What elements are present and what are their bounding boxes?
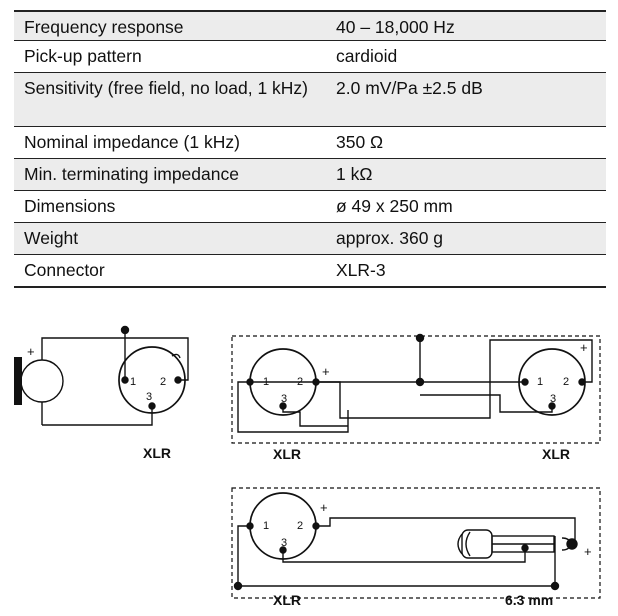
- polarity-plus: +: [322, 364, 330, 379]
- polarity-plus: +: [584, 544, 592, 559]
- spec-value: 2.0 mV/Pa ±2.5 dB: [336, 78, 483, 98]
- junction-dot: [550, 581, 560, 591]
- polarity-plus: +: [580, 340, 588, 355]
- pin-label-1: 1: [263, 376, 269, 388]
- pin-label-2: 2: [563, 376, 569, 388]
- wire: [42, 406, 153, 426]
- xlr-pin-1: [521, 378, 529, 386]
- spec-value: 350 Ω: [336, 132, 384, 152]
- wire: [41, 337, 189, 381]
- xlr-pin-1: [246, 522, 254, 530]
- pin-label-3: 3: [550, 393, 556, 405]
- spec-value: 40 – 18,000 Hz: [336, 17, 455, 37]
- junction-dot: [120, 325, 130, 335]
- spec-label: Frequency response: [24, 17, 184, 37]
- spec-label: Sensitivity (free field, no load, 1 kHz): [24, 78, 309, 98]
- pin-label-2: 2: [160, 376, 166, 388]
- spec-row-sensitivity: Sensitivity (free field, no load, 1 kHz)…: [14, 73, 606, 127]
- pin-label-3: 3: [146, 391, 152, 403]
- xlr-pin-3: [279, 546, 287, 554]
- pin-label-2: 2: [297, 520, 303, 532]
- mic-capsule-backplate: [14, 357, 22, 405]
- wire: [316, 339, 593, 419]
- junction-dot: [233, 581, 243, 591]
- spec-row-frequency-response: Frequency response 40 – 18,000 Hz: [14, 10, 606, 41]
- xlr-jack-diagram: [231, 487, 601, 599]
- spec-row-dimensions: Dimensions ø 49 x 250 mm: [14, 191, 606, 223]
- mic-capsule-icon: [20, 359, 64, 403]
- jack-plug-grip: [457, 531, 471, 557]
- polarity-plus: +: [27, 344, 35, 359]
- wire: [171, 353, 181, 359]
- xlr-pin-1: [246, 378, 254, 386]
- xlr-label: XLR: [273, 446, 301, 462]
- spec-value: approx. 360 g: [336, 228, 444, 248]
- wire: [282, 406, 348, 427]
- pin-label-3: 3: [281, 393, 287, 405]
- pin-label-2: 2: [297, 376, 303, 388]
- pin-label-1: 1: [537, 376, 543, 388]
- cable-boundary: [231, 335, 601, 444]
- spec-value: cardioid: [336, 46, 398, 66]
- wire: [237, 381, 349, 433]
- spec-label: Dimensions: [24, 196, 116, 216]
- pin-label-3: 3: [281, 537, 287, 549]
- xlr-pin-2: [312, 378, 320, 386]
- spec-value: 1 kΩ: [336, 164, 373, 184]
- xlr-pin-2: [578, 378, 586, 386]
- xlr-label: XLR: [143, 445, 171, 461]
- spec-table: Frequency response 40 – 18,000 Hz Pick-u…: [14, 10, 606, 288]
- wire: [237, 525, 556, 587]
- spec-row-pickup-pattern: Pick-up pattern cardioid: [14, 41, 606, 73]
- pin-label-1: 1: [130, 376, 136, 388]
- xlr-pin-3: [279, 402, 287, 410]
- junction-dot: [521, 544, 529, 552]
- xlr-label: XLR: [273, 592, 301, 608]
- xlr-label: XLR: [542, 446, 570, 462]
- spec-value: XLR-3: [336, 260, 386, 280]
- spec-label: Connector: [24, 260, 105, 280]
- xlr-pin-2: [174, 376, 182, 384]
- xlr-pin-1: [121, 376, 129, 384]
- xlr-pin-3: [548, 402, 556, 410]
- jack-label: 6.3 mm: [505, 592, 553, 608]
- xlr-xlr-diagram: [231, 333, 601, 444]
- cable-boundary: [231, 487, 601, 599]
- spec-label: Nominal impedance (1 kHz): [24, 132, 240, 152]
- wiring-diagrams: + 1 2 3 1 2 3 + 1 2 3 + 1 2 3 + + XLR XL…: [14, 325, 601, 608]
- wire: [420, 394, 553, 413]
- spec-value: ø 49 x 250 mm: [336, 196, 453, 216]
- spec-row-nominal-impedance: Nominal impedance (1 kHz) 350 Ω: [14, 127, 606, 159]
- spec-row-min-terminating-impedance: Min. terminating impedance 1 kΩ: [14, 159, 606, 191]
- polarity-plus: +: [320, 500, 328, 515]
- wire: [316, 517, 576, 540]
- jack-tip-contact: [566, 538, 578, 550]
- pin-label-1: 1: [263, 520, 269, 532]
- spec-row-connector: Connector XLR-3: [14, 255, 606, 288]
- xlr-pin-2: [312, 522, 320, 530]
- junction-dot: [415, 333, 425, 343]
- spec-row-weight: Weight approx. 360 g: [14, 223, 606, 255]
- spec-label: Weight: [24, 228, 79, 248]
- spec-label: Pick-up pattern: [24, 46, 142, 66]
- wire: [282, 548, 526, 563]
- spec-label: Min. terminating impedance: [24, 164, 239, 184]
- mic-xlr-diagram: [14, 325, 189, 426]
